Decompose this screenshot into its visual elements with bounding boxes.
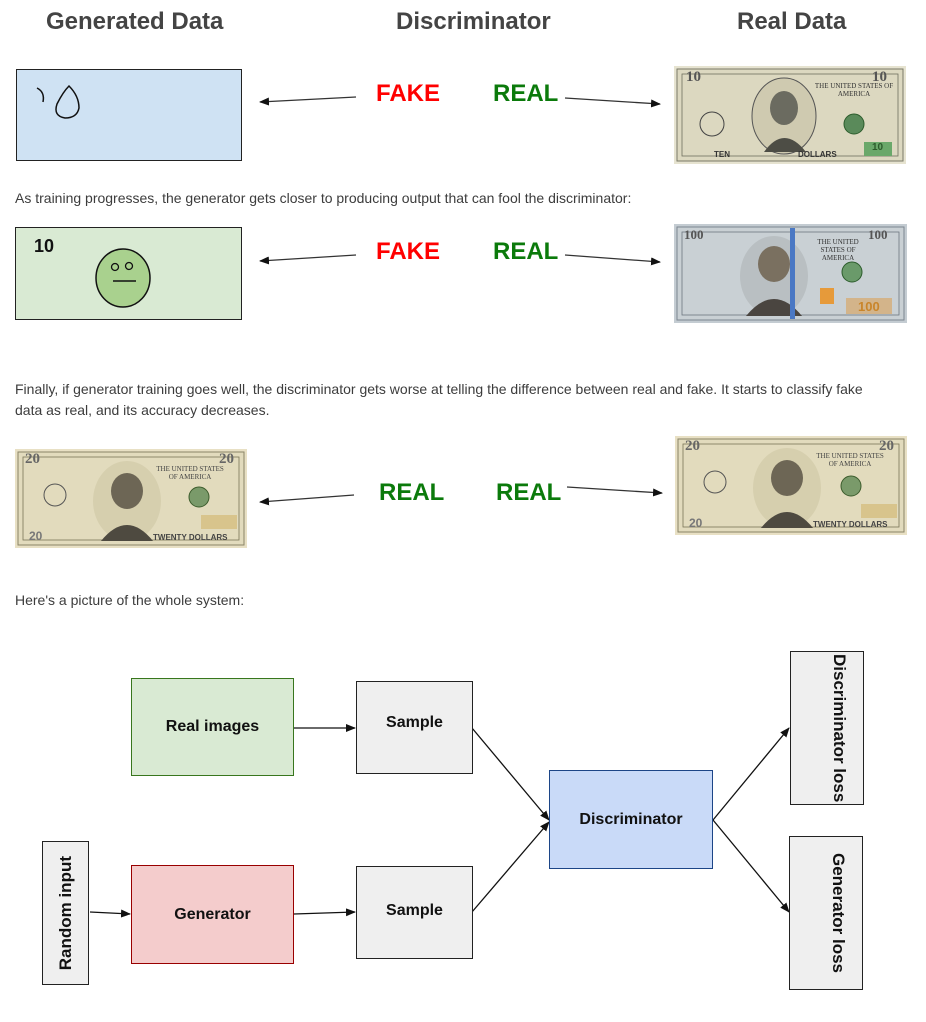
- header-generated-data: Generated Data: [46, 8, 224, 35]
- generator-loss-label: Generator loss: [829, 853, 848, 973]
- ten-bottom-left: TEN: [714, 150, 730, 159]
- twenty-real-corner-tr: 20: [879, 438, 894, 454]
- paragraph-finally: Finally, if generator training goes well…: [15, 379, 863, 421]
- scribble-drawing: [36, 84, 80, 119]
- generated-image-2: 10: [15, 227, 242, 320]
- twenty-gen-corner-tr: 20: [219, 451, 234, 467]
- twenty-gen-bottom: TWENTY DOLLARS: [153, 533, 228, 542]
- sample-top-label: Sample: [386, 714, 443, 731]
- ten-banner: THE UNITED STATES OF AMERICA: [814, 82, 894, 98]
- random-input-label: Random input: [55, 855, 75, 971]
- random-input-box: Random input: [42, 841, 89, 985]
- twenty-gen-corner-tl: 20: [25, 451, 40, 467]
- verdict-real-1: REAL: [493, 80, 559, 107]
- hundred-dollar-bill: 100 100 THE UNITED STATES OF AMERICA 100: [674, 224, 907, 323]
- discriminator-loss-label: Discriminator loss: [830, 653, 849, 803]
- sample-bottom-label: Sample: [386, 902, 443, 919]
- sample-box-bottom: Sample: [356, 866, 473, 959]
- hundred-corner-tl: 100: [684, 227, 704, 242]
- header-discriminator: Discriminator: [396, 8, 551, 35]
- twenty-real-corner-tl: 20: [685, 438, 700, 454]
- discriminator-box: Discriminator: [549, 770, 713, 869]
- generator-label: Generator: [174, 905, 251, 923]
- ten-bottom-right: DOLLARS: [798, 150, 837, 159]
- twenty-dollar-bill-real: 20 20 THE UNITED STATES OF AMERICA TWENT…: [675, 436, 907, 535]
- ten-corner-tr: 10: [872, 69, 887, 85]
- twenty-dollar-bill-generated: 20 20 THE UNITED STATES OF AMERICA TWENT…: [15, 449, 247, 548]
- ten-corner-tl: 10: [686, 69, 701, 85]
- hundred-banner: THE UNITED STATES OF AMERICA: [817, 238, 859, 262]
- generator-box: Generator: [131, 865, 294, 964]
- verdict-real-2: REAL: [493, 238, 559, 265]
- discriminator-label: Discriminator: [579, 810, 683, 828]
- hundred-corner-tr: 100: [868, 227, 888, 242]
- twenty-real-banner: THE UNITED STATES OF AMERICA: [816, 452, 884, 468]
- verdict-real-3b: REAL: [496, 479, 562, 506]
- fake-note-number: 10: [34, 236, 55, 256]
- hundred-corner-br: 100: [858, 299, 880, 314]
- header-real-data: Real Data: [737, 8, 847, 35]
- smiley-face-drawing: [95, 248, 151, 308]
- paragraph-whole-system: Here's a picture of the whole system:: [15, 592, 245, 608]
- paragraph-finally-line1: Finally, if generator training goes well…: [15, 381, 863, 397]
- ten-dollar-bill: 10 10 THE UNITED STATES OF AMERICA TEN D…: [674, 66, 906, 164]
- paragraph-finally-line2: data as real, and its accuracy decreases…: [15, 402, 270, 418]
- generator-loss-box: Generator loss: [789, 836, 863, 990]
- verdict-fake-2: FAKE: [376, 238, 441, 265]
- discriminator-loss-box: Discriminator loss: [790, 651, 864, 805]
- sample-box-top: Sample: [356, 681, 473, 774]
- verdict-fake-1: FAKE: [376, 80, 441, 107]
- real-images-box: Real images: [131, 678, 294, 776]
- twenty-real-corner-bl: 20: [689, 516, 703, 530]
- paragraph-training-progresses: As training progresses, the generator ge…: [15, 190, 632, 206]
- real-images-label: Real images: [165, 718, 260, 735]
- generated-image-1: [16, 69, 242, 161]
- twenty-gen-corner-bl: 20: [29, 529, 43, 543]
- verdict-real-3a: REAL: [379, 479, 445, 506]
- twenty-real-bottom: TWENTY DOLLARS: [813, 520, 888, 529]
- twenty-gen-banner: THE UNITED STATES OF AMERICA: [156, 465, 224, 481]
- ten-corner-br: 10: [872, 142, 884, 153]
